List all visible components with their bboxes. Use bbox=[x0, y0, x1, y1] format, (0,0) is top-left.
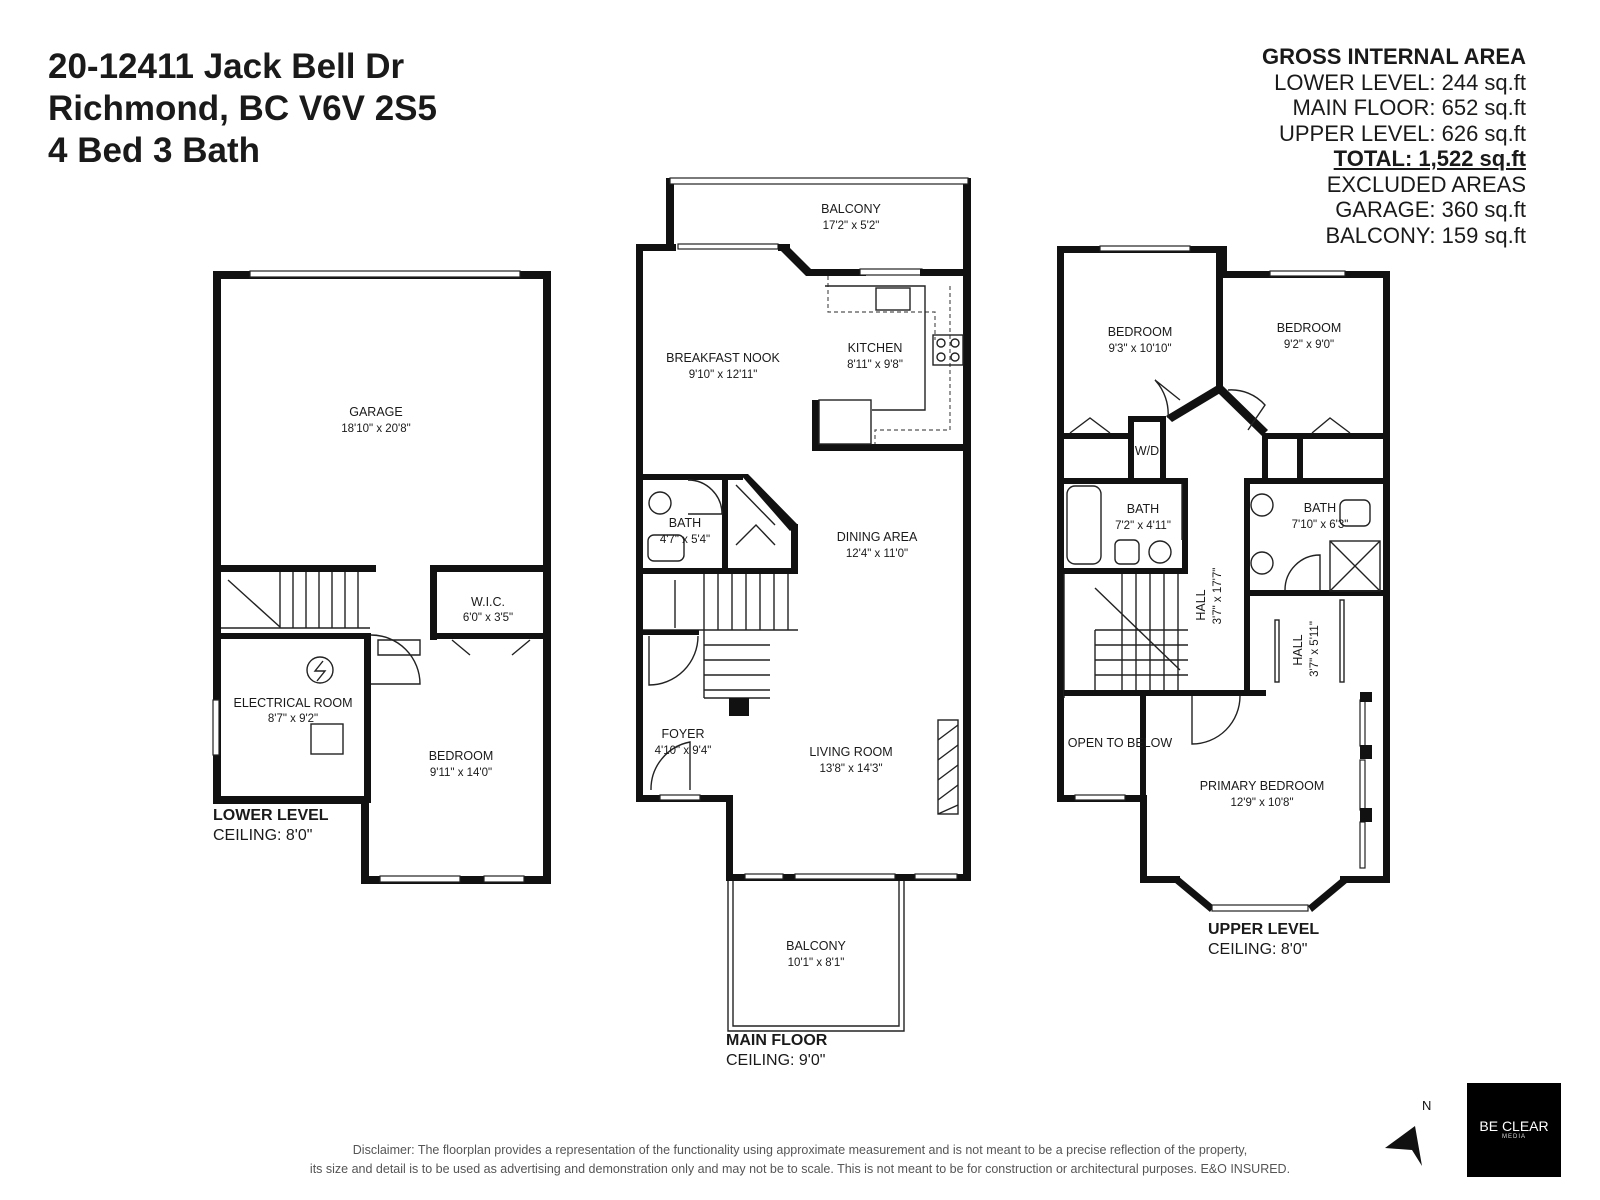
lower-level-plan: GARAGE 18'10" x 20'8" W.I.C. 6'0" x 3'5"… bbox=[212, 270, 551, 884]
be-clear-media-logo: BE CLEAR MEDIA bbox=[1467, 1083, 1561, 1177]
area-main: MAIN FLOOR: 652 sq.ft bbox=[1292, 95, 1526, 120]
upper-bath2-sink2-icon bbox=[1250, 551, 1274, 575]
logo-line1: BE CLEAR bbox=[1479, 1118, 1549, 1134]
kitchen-label: KITCHEN bbox=[848, 341, 903, 355]
breakfast-nook-dims: 9'10" x 12'11" bbox=[689, 369, 758, 381]
stairs-upper bbox=[1063, 574, 1188, 698]
cooktop-icon bbox=[932, 334, 964, 366]
toilet-icon bbox=[647, 534, 685, 562]
address-line-1: 20-12411 Jack Bell Dr bbox=[48, 47, 405, 86]
area-excluded: EXCLUDED AREAS bbox=[1326, 171, 1526, 197]
open-to-below-label: OPEN TO BELOW bbox=[1068, 736, 1173, 750]
upper-level-label: UPPER LEVEL bbox=[1208, 921, 1319, 938]
primary-bedroom-label: PRIMARY BEDROOM bbox=[1200, 779, 1325, 793]
main-balcony-top-label: BALCONY bbox=[821, 202, 881, 216]
area-balcony: BALCONY: 159 sq.ft bbox=[1325, 222, 1526, 248]
area-upper: UPPER LEVEL: 626 sq.ft bbox=[1278, 120, 1526, 146]
gross-area-panel: GROSS INTERNAL AREA LOWER LEVEL: 244 sq.… bbox=[1262, 44, 1526, 248]
main-floor-ceiling: CEILING: 9'0" bbox=[726, 1052, 825, 1069]
stairs-main bbox=[643, 574, 798, 699]
wic-label: W.I.C. bbox=[471, 595, 505, 609]
living-room-label: LIVING ROOM bbox=[809, 745, 892, 759]
stairs-lower bbox=[221, 572, 370, 629]
upper-level-ceiling: CEILING: 8'0" bbox=[1208, 941, 1307, 958]
foyer-dims: 4'10" x 9'4" bbox=[655, 745, 712, 757]
fireplace-icon bbox=[937, 719, 959, 815]
upper-bath1-label: BATH bbox=[1127, 502, 1159, 516]
hall1-label: HALL bbox=[1194, 589, 1208, 620]
lower-level-label: LOWER LEVEL bbox=[213, 807, 329, 824]
wic-dims: 6'0" x 3'5" bbox=[463, 612, 513, 624]
area-lower: LOWER LEVEL: 244 sq.ft bbox=[1274, 69, 1526, 95]
logo-line2: MEDIA bbox=[1501, 1134, 1526, 1140]
main-balcony-top-dims: 17'2" x 5'2" bbox=[823, 220, 880, 232]
address-line-2: Richmond, BC V6V 2S5 bbox=[48, 89, 437, 128]
north-label: N bbox=[1422, 1098, 1431, 1113]
dining-area-label: DINING AREA bbox=[837, 530, 918, 544]
upper-bath2-toilet-icon bbox=[1339, 499, 1371, 527]
shower-icon bbox=[1329, 540, 1381, 592]
upper-bath2-label: BATH bbox=[1304, 501, 1336, 515]
lower-bedroom-dims: 9'11" x 14'0" bbox=[430, 767, 492, 779]
water-heater-icon bbox=[310, 723, 344, 755]
bath-sink-icon bbox=[648, 491, 672, 515]
main-floor-label: MAIN FLOOR bbox=[726, 1032, 828, 1049]
upper-bath2-dims: 7'10" x 6'3" bbox=[1292, 519, 1349, 531]
disclaimer: Disclaimer: The floorplan provides a rep… bbox=[0, 1141, 1600, 1179]
washer-dryer-label: W/D bbox=[1135, 444, 1159, 458]
main-balcony-bottom-label: BALCONY bbox=[786, 939, 846, 953]
dining-area-dims: 12'4" x 11'0" bbox=[846, 548, 908, 560]
bedroom-door bbox=[370, 634, 421, 685]
hall2-dims: 3'7" x 5'11" bbox=[1309, 621, 1321, 677]
main-bath-label: BATH bbox=[669, 516, 701, 530]
listing-header: 20-12411 Jack Bell Dr Richmond, BC V6V 2… bbox=[48, 46, 437, 172]
breakfast-nook-label: BREAKFAST NOOK bbox=[666, 351, 780, 365]
lower-level-ceiling: CEILING: 8'0" bbox=[213, 827, 312, 844]
main-bath-dims: 4'7" x 5'4" bbox=[660, 534, 710, 546]
hall1-dims: 3'7" x 17'7" bbox=[1212, 568, 1224, 625]
electrical-room-dims: 8'7" x 9'2" bbox=[268, 713, 318, 725]
kitchen-dims: 8'11" x 9'8" bbox=[847, 359, 903, 371]
upper-bedroom2-dims: 9'2" x 9'0" bbox=[1284, 339, 1334, 351]
living-room-dims: 13'8" x 14'3" bbox=[819, 763, 882, 775]
disclaimer-line1: Disclaimer: The floorplan provides a rep… bbox=[352, 1143, 1248, 1157]
upper-bedroom1-dims: 9'3" x 10'10" bbox=[1108, 343, 1171, 355]
hall2-label: HALL bbox=[1291, 634, 1305, 665]
bed-bath-summary: 4 Bed 3 Bath bbox=[48, 131, 260, 170]
electrical-panel-icon bbox=[306, 656, 334, 684]
upper-level-plan: BEDROOM 9'3" x 10'10" BEDROOM 9'2" x 9'0… bbox=[1057, 245, 1390, 958]
area-garage: GARAGE: 360 sq.ft bbox=[1335, 197, 1526, 222]
upper-bath1-sink-icon bbox=[1148, 540, 1172, 564]
upper-bath2-sink1-icon bbox=[1250, 493, 1274, 517]
upper-bath1-toilet-icon bbox=[1114, 539, 1140, 565]
area-title: GROSS INTERNAL AREA bbox=[1261, 44, 1526, 69]
garage-dims: 18'10" x 20'8" bbox=[341, 423, 410, 435]
bathtub-icon bbox=[1066, 485, 1102, 565]
garage-label: GARAGE bbox=[349, 405, 403, 419]
main-balcony-bottom-dims: 10'1" x 8'1" bbox=[788, 957, 845, 969]
primary-bedroom-dims: 12'9" x 10'8" bbox=[1230, 797, 1293, 809]
lower-bedroom-label: BEDROOM bbox=[429, 749, 494, 763]
north-arrow-icon: N bbox=[1385, 1098, 1431, 1166]
upper-bath1-dims: 7'2" x 4'11" bbox=[1115, 520, 1171, 532]
foyer-label: FOYER bbox=[661, 727, 704, 741]
electrical-room-label: ELECTRICAL ROOM bbox=[233, 696, 352, 710]
upper-bedroom1-label: BEDROOM bbox=[1108, 325, 1173, 339]
kitchen-sink-icon bbox=[875, 287, 911, 311]
disclaimer-line2: its size and detail is to be used as adv… bbox=[309, 1162, 1291, 1176]
area-total: TOTAL: 1,522 sq.ft bbox=[1333, 146, 1526, 171]
upper-bedroom2-label: BEDROOM bbox=[1277, 321, 1342, 335]
main-floor-plan: BALCONY 17'2" x 5'2" BREAKFAST NOOK 9'10… bbox=[636, 177, 971, 1069]
